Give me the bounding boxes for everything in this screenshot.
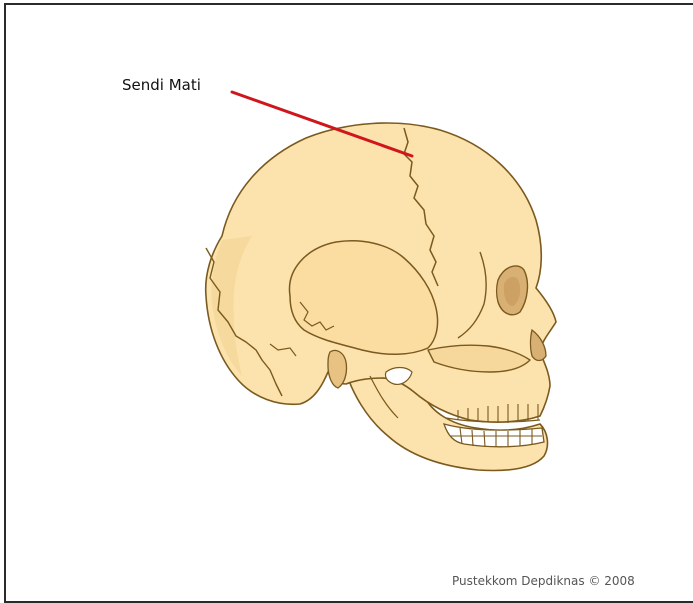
suture-label: Sendi Mati — [122, 76, 201, 94]
ear-canal — [328, 350, 347, 388]
copyright-credit: Pustekkom Depdiknas © 2008 — [452, 574, 635, 588]
